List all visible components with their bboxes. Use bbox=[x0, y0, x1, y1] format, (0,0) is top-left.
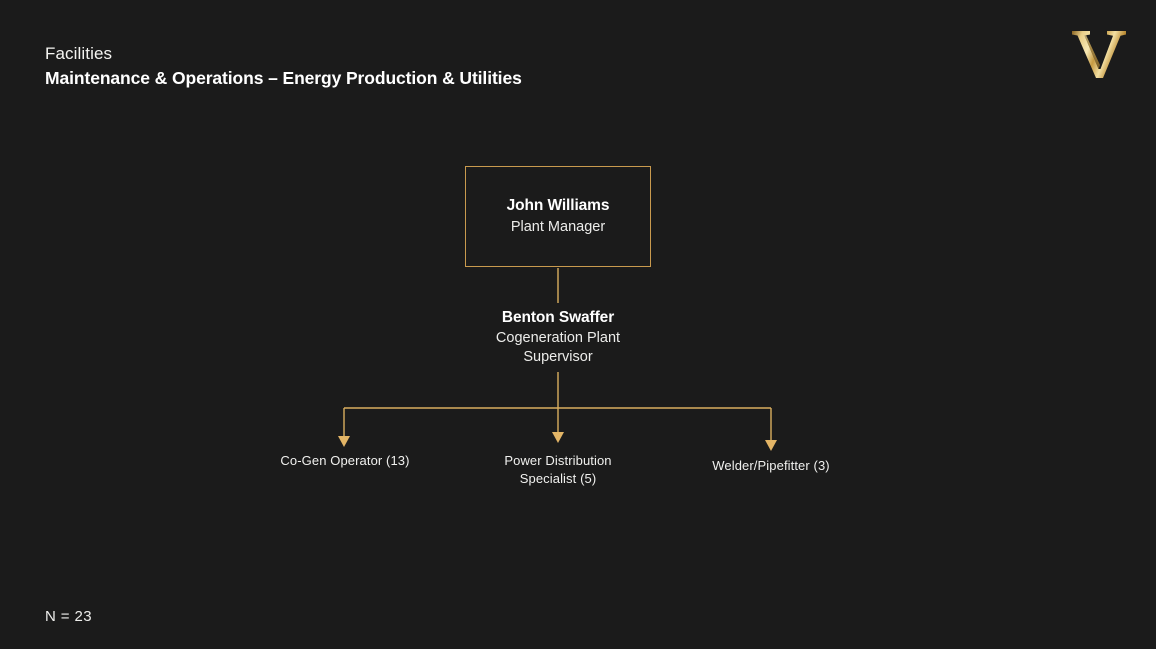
page-header: Facilities Maintenance & Operations – En… bbox=[45, 42, 522, 90]
org-node-role-line-2: Supervisor bbox=[523, 349, 593, 365]
org-leaf-label-line-2: Specialist (5) bbox=[519, 471, 597, 486]
org-leaf-co-gen-operator[interactable]: Co-Gen Operator (13) bbox=[245, 452, 445, 470]
org-leaf-label: Welder/Pipefitter (3) bbox=[712, 458, 830, 473]
header-eyebrow: Facilities bbox=[45, 44, 113, 63]
connector-arrowheads bbox=[338, 432, 777, 451]
org-node-plant-manager[interactable]: John Williams Plant Manager bbox=[465, 166, 651, 267]
org-node-cogen-supervisor[interactable]: Benton Swaffer Cogeneration Plant Superv… bbox=[458, 307, 658, 367]
org-leaf-label: Co-Gen Operator (13) bbox=[280, 453, 410, 468]
org-leaf-power-distribution-specialist[interactable]: Power Distribution Specialist (5) bbox=[458, 452, 658, 488]
total-headcount-label: N = 23 bbox=[45, 608, 93, 625]
org-node-role: Plant Manager bbox=[510, 219, 606, 235]
org-leaf-label-line-1: Power Distribution bbox=[504, 453, 612, 468]
arrowhead-leaf-1 bbox=[552, 432, 564, 443]
org-node-name: Benton Swaffer bbox=[501, 309, 615, 326]
logo-letter-v bbox=[1072, 31, 1126, 78]
arrowhead-leaf-0 bbox=[338, 436, 350, 447]
arrowhead-leaf-2 bbox=[765, 440, 777, 451]
org-node-role-line-1: Cogeneration Plant bbox=[495, 330, 621, 346]
org-leaf-welder-pipefitter[interactable]: Welder/Pipefitter (3) bbox=[671, 457, 871, 475]
org-node-name: John Williams bbox=[506, 197, 610, 214]
page-title: Maintenance & Operations – Energy Produc… bbox=[45, 68, 522, 88]
vanderbilt-v-logo bbox=[1066, 22, 1132, 84]
